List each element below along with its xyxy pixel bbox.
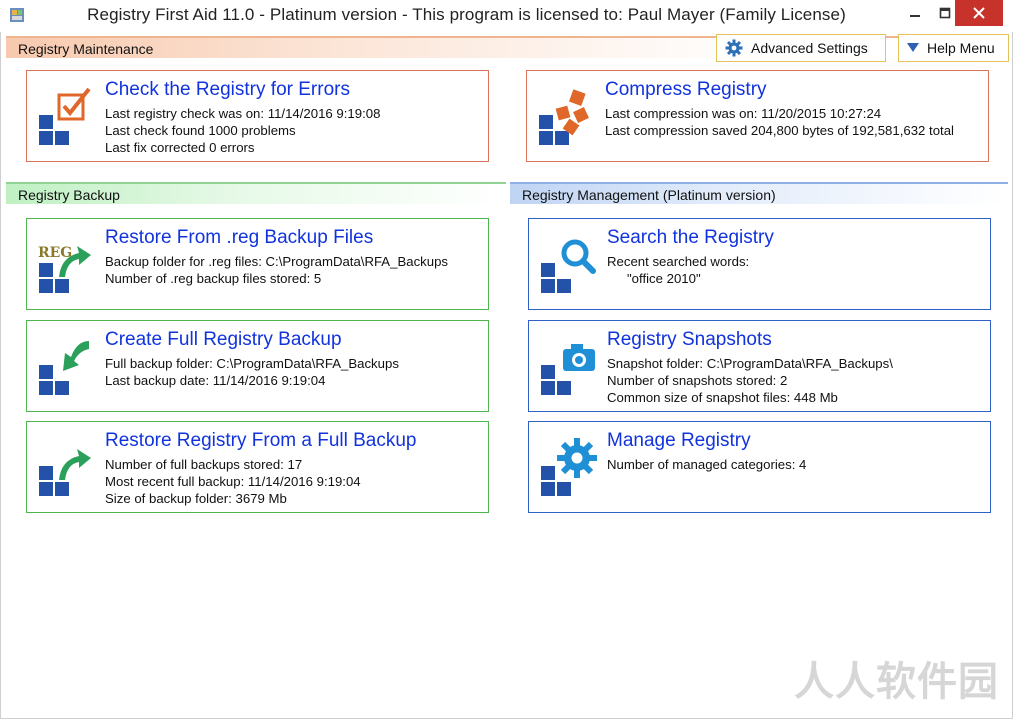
triangle-down-icon (907, 43, 919, 53)
window-title: Registry First Aid 11.0 - Platinum versi… (87, 5, 846, 24)
recent-searches-label: Recent searched words: (607, 254, 750, 269)
restore-arrow-icon (37, 436, 97, 506)
recent-search-word[interactable]: "office 2010" (627, 271, 701, 286)
manage-registry-card[interactable]: Manage Registry Number of managed catego… (528, 421, 991, 513)
watermark-text: 人人软件园 (794, 659, 999, 705)
last-compression-saved: Last compression saved 204,800 bytes of … (605, 123, 954, 138)
advanced-settings-label: Advanced Settings (751, 40, 868, 56)
registry-snapshots-card[interactable]: Registry Snapshots Snapshot folder: C:\P… (528, 320, 991, 412)
last-check-date: Last registry check was on: 11/14/2016 9… (105, 106, 381, 121)
snapshot-folder: Snapshot folder: C:\ProgramData\RFA_Back… (607, 356, 893, 371)
restore-reg-link[interactable]: Restore From .reg Backup Files (105, 227, 374, 248)
full-backup-folder: Full backup folder: C:\ProgramData\RFA_B… (105, 356, 399, 371)
check-registry-link[interactable]: Check the Registry for Errors (105, 79, 350, 100)
most-recent-full-backup: Most recent full backup: 11/14/2016 9:19… (105, 474, 361, 489)
advanced-settings-button[interactable]: Advanced Settings (716, 34, 886, 62)
snapshot-size: Common size of snapshot files: 448 Mb (607, 390, 838, 405)
manage-registry-link[interactable]: Manage Registry (607, 430, 751, 451)
create-backup-card[interactable]: Create Full Registry Backup Full backup … (26, 320, 489, 412)
maximize-button[interactable] (925, 0, 965, 26)
last-check-problems: Last check found 1000 problems (105, 123, 296, 138)
close-button[interactable] (955, 0, 1003, 26)
magnifier-icon (539, 233, 599, 303)
checkmark-icon (37, 85, 97, 155)
compress-registry-card[interactable]: Compress Registry Last compression was o… (526, 70, 989, 162)
backup-folder-size: Size of backup folder: 3679 Mb (105, 491, 287, 506)
title-bar: Registry First Aid 11.0 - Platinum versi… (0, 0, 1013, 32)
managed-categories-count: Number of managed categories: 4 (607, 457, 807, 472)
minimize-button[interactable] (895, 0, 935, 26)
reg-restore-icon: REG (37, 233, 97, 303)
help-menu-label: Help Menu (927, 40, 995, 56)
app-icon[interactable] (8, 6, 26, 24)
restore-full-backup-link[interactable]: Restore Registry From a Full Backup (105, 430, 417, 451)
section-registry-management: Registry Management (Platinum version) (510, 182, 1008, 204)
compress-registry-link[interactable]: Compress Registry (605, 79, 767, 100)
check-registry-card[interactable]: Check the Registry for Errors Last regis… (26, 70, 489, 162)
cog-icon (539, 436, 599, 506)
reg-icon-text: REG (38, 245, 72, 261)
section-registry-backup: Registry Backup (6, 182, 506, 204)
reg-backup-folder: Backup folder for .reg files: C:\Program… (105, 254, 449, 269)
create-backup-link[interactable]: Create Full Registry Backup (105, 329, 342, 350)
registry-snapshots-link[interactable]: Registry Snapshots (607, 329, 772, 350)
full-backups-count: Number of full backups stored: 17 (105, 457, 303, 472)
compress-icon (537, 85, 597, 155)
help-menu-button[interactable]: Help Menu (898, 34, 1009, 62)
snapshot-count: Number of snapshots stored: 2 (607, 373, 788, 388)
gear-icon (725, 39, 743, 57)
last-backup-date: Last backup date: 11/14/2016 9:19:04 (105, 373, 326, 388)
last-fix-corrected: Last fix corrected 0 errors (105, 140, 255, 155)
restore-reg-card[interactable]: REG Restore From .reg Backup Files Backu… (26, 218, 489, 310)
search-registry-link[interactable]: Search the Registry (607, 227, 774, 248)
reg-backup-count: Number of .reg backup files stored: 5 (105, 271, 322, 286)
camera-icon (539, 335, 599, 405)
restore-full-backup-card[interactable]: Restore Registry From a Full Backup Numb… (26, 421, 489, 513)
last-compression-date: Last compression was on: 11/20/2015 10:2… (605, 106, 882, 121)
backup-arrow-icon (37, 335, 97, 405)
search-registry-card[interactable]: Search the Registry Recent searched word… (528, 218, 991, 310)
